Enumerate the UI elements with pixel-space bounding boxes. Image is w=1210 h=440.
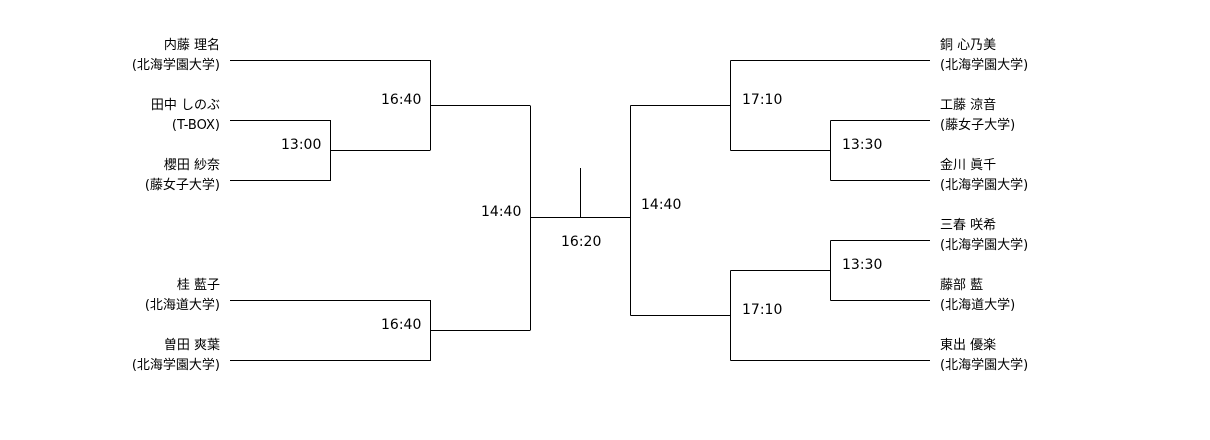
right-r2-bottom-connector [730, 270, 930, 361]
right-player-2: 工藤 涼音 (藤女子大学) [940, 96, 1015, 136]
match-time-right-r1-top: 13:30 [842, 137, 883, 153]
player-team: (北海学園大学) [940, 358, 1029, 373]
player-name: 三春 咲希 [940, 218, 997, 233]
match-time-right-r2-top: 17:10 [742, 92, 783, 108]
player-name: 藤部 藍 [940, 278, 984, 293]
player-name: 曽田 爽葉 [163, 338, 220, 353]
match-time-left-r2-top: 16:40 [381, 92, 422, 108]
left-player-2: 田中 しのぶ (T-BOX) [151, 96, 220, 136]
match-time-left-r1: 13:00 [281, 137, 322, 153]
match-time-right-r1-bottom: 13:30 [842, 257, 883, 273]
player-name: 銅 心乃美 [940, 38, 997, 53]
player-team: (藤女子大学) [144, 178, 220, 193]
right-r1-top-connector [830, 120, 930, 181]
left-player-1: 内藤 理名 (北海学園大学) [132, 36, 220, 76]
player-name: 工藤 涼音 [940, 98, 997, 113]
player-team: (北海学園大学) [131, 358, 220, 373]
right-semi-connector [630, 105, 731, 316]
player-name: 内藤 理名 [163, 38, 220, 53]
right-player-1: 銅 心乃美 (北海学園大学) [940, 36, 1028, 76]
match-time-right-semi: 14:40 [641, 197, 682, 213]
final-connector [580, 168, 631, 218]
left-player-3: 櫻田 紗奈 (藤女子大学) [145, 156, 220, 196]
right-player-4: 三春 咲希 (北海学園大学) [940, 216, 1028, 256]
left-r2-bottom-connector [230, 300, 530, 361]
match-time-left-semi: 14:40 [481, 204, 522, 220]
match-time-final: 16:20 [561, 234, 602, 250]
match-time-right-r2-bottom: 17:10 [742, 302, 783, 318]
player-team: (T-BOX) [171, 118, 220, 133]
left-r1-connector [230, 120, 430, 181]
player-team: (北海学園大学) [940, 238, 1029, 253]
player-team: (北海学園大学) [940, 58, 1029, 73]
player-team: (北海学園大学) [940, 178, 1029, 193]
player-team: (藤女子大学) [940, 118, 1016, 133]
left-semi-connector [530, 105, 581, 331]
player-team: (北海道大学) [144, 298, 220, 313]
right-player-6: 東出 優楽 (北海学園大学) [940, 336, 1028, 376]
player-team: (北海学園大学) [131, 58, 220, 73]
player-name: 田中 しのぶ [150, 98, 220, 113]
left-player-5: 曽田 爽葉 (北海学園大学) [132, 336, 220, 376]
right-r1-bottom-connector [830, 240, 930, 301]
player-team: (北海道大学) [940, 298, 1016, 313]
player-name: 桂 藍子 [176, 278, 220, 293]
player-name: 東出 優楽 [940, 338, 997, 353]
player-name: 金川 眞千 [940, 158, 997, 173]
player-name: 櫻田 紗奈 [163, 158, 220, 173]
right-player-5: 藤部 藍 (北海道大学) [940, 276, 1015, 316]
left-player-4: 桂 藍子 (北海道大学) [145, 276, 220, 316]
right-r2-top-connector [730, 60, 930, 151]
match-time-left-r2-bottom: 16:40 [381, 317, 422, 333]
right-player-3: 金川 眞千 (北海学園大学) [940, 156, 1028, 196]
left-r2-top-connector [230, 60, 530, 151]
